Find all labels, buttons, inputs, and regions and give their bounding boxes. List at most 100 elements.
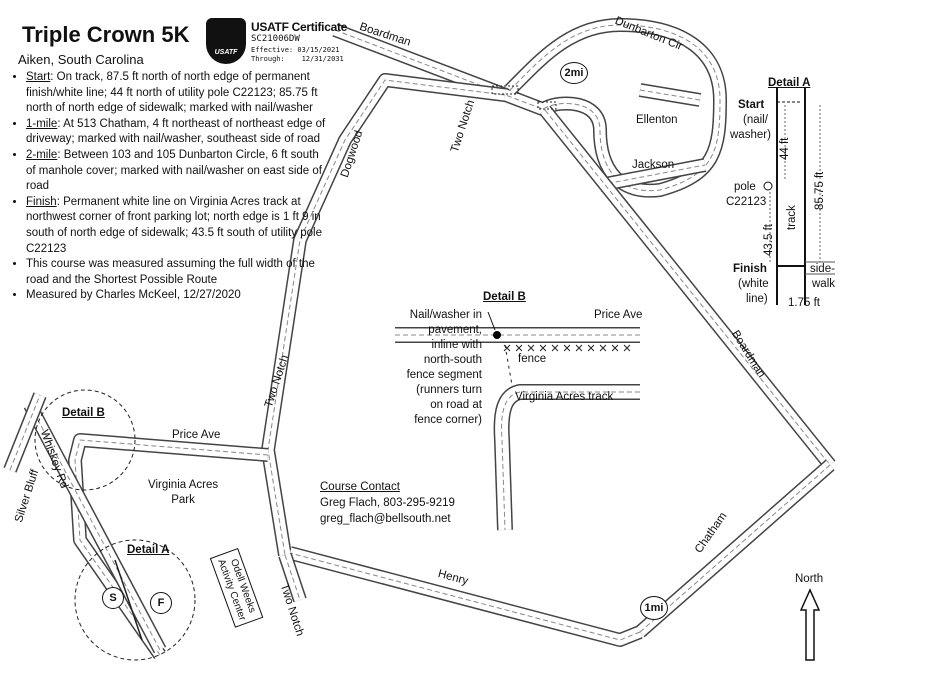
map-title: Triple Crown 5K — [22, 22, 190, 47]
detail-b-track: Virginia Acres track — [515, 391, 614, 403]
north-label: North — [795, 573, 824, 585]
usatf-logo-icon: USATF — [206, 18, 246, 64]
road-two-notch-bottom-fill — [279, 553, 306, 602]
note-line: fence corner) — [414, 414, 482, 426]
fence-mark — [563, 344, 571, 352]
detail-b-track-road — [493, 384, 640, 531]
fence-mark — [527, 344, 535, 352]
road-henry-route — [289, 552, 641, 641]
note-1mile: 1-mile: At 513 Chatham, 4 ft northeast o… — [26, 117, 326, 148]
detail-a-start: Start — [738, 99, 765, 111]
detail-a-title: Detail A — [768, 77, 811, 89]
note-line: on road at — [430, 399, 482, 411]
road-price-ave-route — [74, 439, 269, 656]
course-notes: Start: On track, 87.5 ft north of north … — [14, 70, 326, 304]
detail-b-title: Detail B — [483, 291, 526, 303]
note-line: north-south — [423, 354, 482, 366]
certificate-through: Through: 12/31/2031 — [251, 55, 344, 63]
road-henry-fill — [288, 547, 643, 646]
detail-a-start-note: (nail/ — [743, 114, 768, 126]
fence-mark — [551, 344, 559, 352]
note-lead: Finish — [26, 195, 57, 208]
detail-a-sidewalk: walk — [812, 278, 836, 290]
certificate-heading: USATF Certificate — [251, 20, 348, 34]
detail-a-175ft: 1.75 ft — [788, 297, 820, 309]
road-chatham-fill — [636, 460, 834, 637]
detail-a-sidewalk: side- — [810, 263, 835, 275]
note-text: : Permanent white line on Virginia Acres… — [26, 195, 322, 255]
note-line: inline with — [431, 339, 483, 351]
fence-mark — [599, 344, 607, 352]
contact-name-phone: Greg Flach, 803-295-9219 — [320, 497, 455, 509]
road-whiskey-route — [29, 404, 161, 651]
note-line: (runners turn — [416, 384, 482, 396]
note-line: pavement, — [428, 324, 482, 336]
note-measurement: This course was measured assuming the fu… — [26, 257, 326, 288]
detail-a-pole-id: C22123 — [726, 196, 767, 208]
road-ellenton-route — [639, 89, 701, 101]
note-lead: Start — [26, 71, 51, 83]
course-direction-arrow — [114, 559, 143, 641]
marker-1mi: 1mi — [640, 596, 668, 620]
map-subtitle: Aiken, South Carolina — [18, 52, 144, 67]
note-text: : Between 103 and 105 Dunbarton Circle, … — [26, 148, 322, 193]
detail-a-8575ft: 85.75 ft — [814, 171, 826, 210]
contact-heading: Course Contact — [320, 481, 400, 493]
note-line: fence segment — [406, 369, 482, 381]
marker-start: S — [102, 587, 124, 609]
fence-mark — [515, 344, 523, 352]
detail-a-track: track — [786, 205, 798, 230]
note-text: : At 513 Chatham, 4 ft northeast of nort… — [26, 117, 326, 146]
note-lead: 2-mile — [26, 148, 58, 161]
detail-b-fence: fence — [518, 353, 547, 365]
marker-finish: F — [150, 592, 172, 614]
street-jackson: Jackson — [632, 159, 675, 171]
usatf-certificate: USATF USATF Certificate SC21006DW Effect… — [206, 18, 347, 68]
detail-b-note: Nail/washer in pavement, inline with nor… — [386, 308, 482, 428]
contact-email[interactable]: greg_flach@bellsouth.net — [320, 513, 451, 525]
note-text: This course was measured assuming the fu… — [26, 258, 315, 286]
detail-b-price-ave: Price Ave — [594, 309, 643, 321]
place-virginia-acres-park: Virginia Acres Park — [148, 479, 219, 506]
fence-mark — [539, 344, 547, 352]
road-dogwood-two-notch-route — [267, 79, 506, 556]
note-lead: 1-mile — [26, 117, 58, 130]
marker-2mi: 2mi — [560, 62, 588, 84]
nail-washer-icon — [493, 331, 501, 339]
road-boardman-right-route — [544, 109, 831, 466]
detail-a-start-note: washer) — [730, 129, 771, 141]
detail-a-435ft: 43.5 ft — [763, 224, 775, 256]
detail-a-finish: Finish — [733, 263, 767, 275]
crosswalk — [491, 85, 519, 95]
fence-segment — [504, 344, 513, 386]
certificate-effective: Effective: 03/15/2021 — [251, 46, 340, 54]
detail-a-44ft: 44 ft — [779, 137, 791, 160]
note-text: Measured by Charles McKeel, 12/27/2020 — [26, 289, 241, 302]
note-measured-by: Measured by Charles McKeel, 12/27/2020 — [26, 288, 326, 304]
road-chatham-route — [639, 464, 831, 633]
detail-b-track-road-route — [501, 391, 640, 531]
detail-a-finish-note: (white — [738, 278, 769, 290]
crosswalk — [537, 101, 557, 110]
north-arrow-icon — [799, 588, 821, 661]
certificate-number: SC21006DW — [251, 34, 300, 44]
detail-b-track-road-fill — [495, 385, 640, 531]
road-jackson-route — [599, 164, 706, 186]
detail-b-circle — [34, 389, 136, 491]
detail-b-pointer — [487, 311, 496, 331]
detail-a-finish-note: line) — [746, 293, 768, 305]
road-silver-bluff-route — [9, 394, 41, 471]
note-start: Start: On track, 87.5 ft north of north … — [26, 70, 326, 117]
detail-a-pole-label: pole — [734, 181, 756, 193]
detail-a-callout: Detail A — [127, 544, 170, 556]
road-dunbarton-cir-route — [509, 24, 721, 192]
detail-b-callout: Detail B — [62, 407, 105, 419]
utility-pole-icon — [763, 181, 773, 191]
detail-a-circle — [74, 539, 196, 661]
note-text: : On track, 87.5 ft north of north edge … — [26, 71, 318, 115]
note-line: Nail/washer in — [409, 309, 482, 321]
note-2mile: 2-mile: Between 103 and 105 Dunbarton Ci… — [26, 148, 326, 195]
street-ellenton: Ellenton — [636, 114, 678, 126]
